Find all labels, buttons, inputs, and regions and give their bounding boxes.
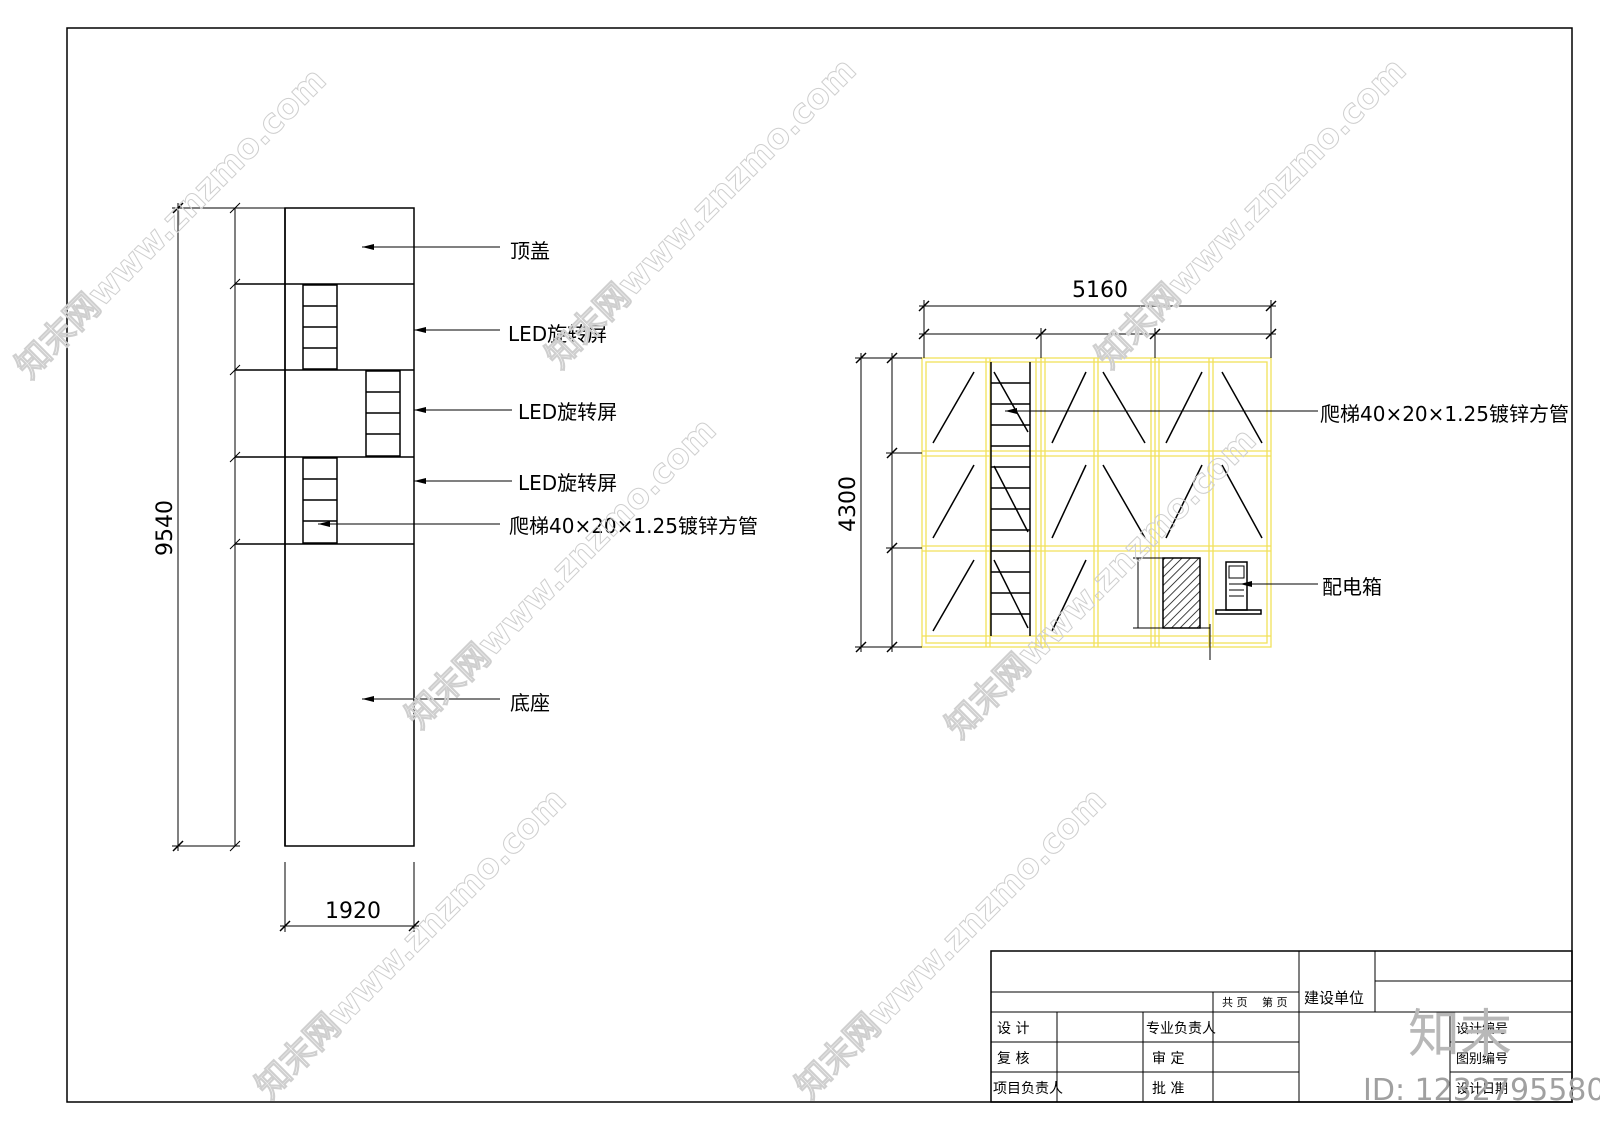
ladder-1 [302,284,338,370]
dim-4300: 4300 [836,476,861,532]
column-outline [284,207,415,847]
tb-design-no: 设计编号 [1456,1022,1508,1037]
door-hatched [1162,557,1201,629]
dimension-width-front: 5160 [918,278,1277,358]
leaders [318,244,512,702]
watermark-4: 知末网www.znzmo.com [398,410,724,736]
title-block: 共 页 第 页 建设单位 设 计 复 核 项目负责人 专业负责人 审 定 批 准… [990,950,1573,1103]
dim-9540: 9540 [153,500,178,556]
watermarks: 知末网www.znzmo.com 知末网www.znzmo.com 知末网www… [8,50,1415,1107]
label-distribution-box: 配电箱 [1322,575,1382,599]
distribution-box [1215,561,1262,615]
dim-5160: 5160 [1072,278,1128,303]
label-led-3: LED旋转屏 [518,471,617,495]
watermark-5: 知末网www.znzmo.com [938,420,1264,746]
tb-review: 复 核 [997,1050,1029,1067]
label-ladder-front: 爬梯40×20×1.25镀锌方管 [1320,402,1569,426]
ladder-3 [302,457,338,544]
side-view: 顶盖 LED旋转屏 LED旋转屏 LED旋转屏 爬梯40×20×1.25镀锌方管… [153,202,758,932]
label-led-1: LED旋转屏 [508,322,607,346]
tb-date: 设计日期 [1456,1082,1508,1097]
watermark-3: 知末网www.znzmo.com [1088,50,1414,376]
watermark-2: 知末网www.znzmo.com [538,50,864,376]
drawing-border [66,27,1573,1103]
bracing [932,371,1263,632]
tb-sheet-no: 第 页 [1262,995,1288,1009]
watermark-7: 知末网www.znzmo.com [788,780,1114,1106]
logo-badge: 知末 ID: 1232795580 [1363,1005,1600,1108]
tb-approve: 批 准 [1152,1081,1184,1097]
ladder-2 [365,370,401,457]
watermark-id: ID: 1232795580 [1363,1073,1600,1108]
tb-sheets: 共 页 [1222,996,1248,1009]
tb-drawing-no: 图别编号 [1456,1052,1508,1067]
label-ladder-side: 爬梯40×20×1.25镀锌方管 [509,514,758,538]
dimension-height-side: 9540 [153,202,240,852]
section-lines [229,202,414,852]
tb-discipline-lead: 专业负责人 [1146,1021,1216,1037]
tb-client: 建设单位 [1304,989,1364,1007]
label-led-2: LED旋转屏 [518,400,617,424]
dimension-height-front: 4300 [836,352,922,653]
tb-audit: 审 定 [1152,1051,1184,1067]
label-top-cap: 顶盖 [510,239,550,263]
front-view: 爬梯40×20×1.25镀锌方管 配电箱 5160 4300 [836,278,1569,660]
tb-design: 设 计 [997,1021,1029,1037]
watermark-6: 知末网www.znzmo.com [248,780,574,1106]
label-base: 底座 [510,691,550,715]
dim-1920: 1920 [325,899,381,924]
watermark-logo: 知末 [1408,1005,1512,1065]
tb-project-lead: 项目负责人 [993,1081,1063,1097]
ladder-front [990,362,1031,636]
dimension-width-side: 1920 [279,862,420,932]
